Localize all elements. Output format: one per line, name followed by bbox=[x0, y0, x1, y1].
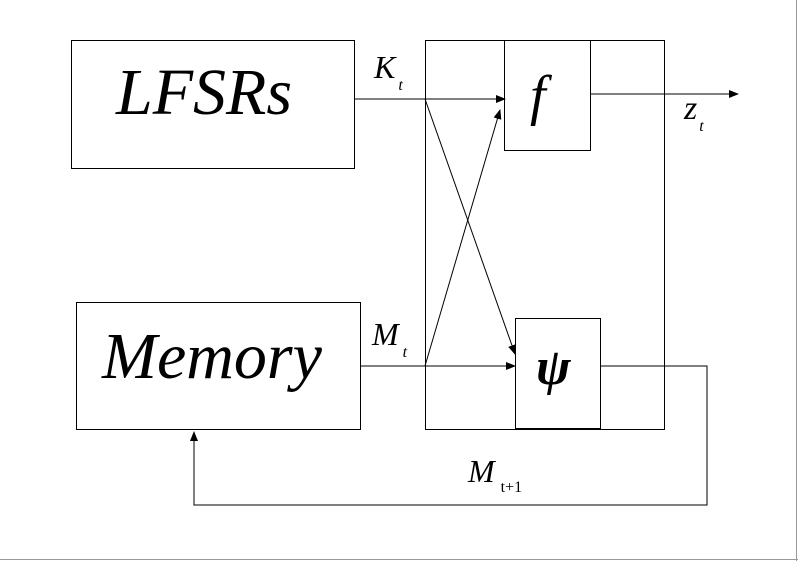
mt-sub: t bbox=[402, 344, 408, 361]
kt-to-psi-arrow bbox=[424, 98, 516, 355]
kt-main: K bbox=[374, 49, 396, 85]
kt-sub: t bbox=[398, 77, 403, 94]
f-label: f bbox=[530, 65, 546, 127]
zt-sub: t bbox=[699, 118, 704, 135]
lfsrs-label: LFSRs bbox=[116, 56, 293, 129]
lfsrs-box bbox=[71, 40, 355, 169]
kt-label: Kt bbox=[374, 49, 403, 94]
memory-label: Memory bbox=[102, 320, 322, 393]
mt1-sub: t+1 bbox=[500, 479, 523, 496]
psi-label: ψ bbox=[536, 339, 571, 396]
mt-label: Mt bbox=[372, 316, 407, 361]
mt1-main: M bbox=[468, 453, 495, 489]
psi-box bbox=[515, 318, 601, 429]
mt-to-f-arrow bbox=[424, 109, 502, 367]
f-box bbox=[504, 40, 591, 151]
mt-main: M bbox=[372, 316, 399, 352]
feedback-line bbox=[190, 365, 708, 506]
zt-main: z bbox=[684, 90, 698, 127]
